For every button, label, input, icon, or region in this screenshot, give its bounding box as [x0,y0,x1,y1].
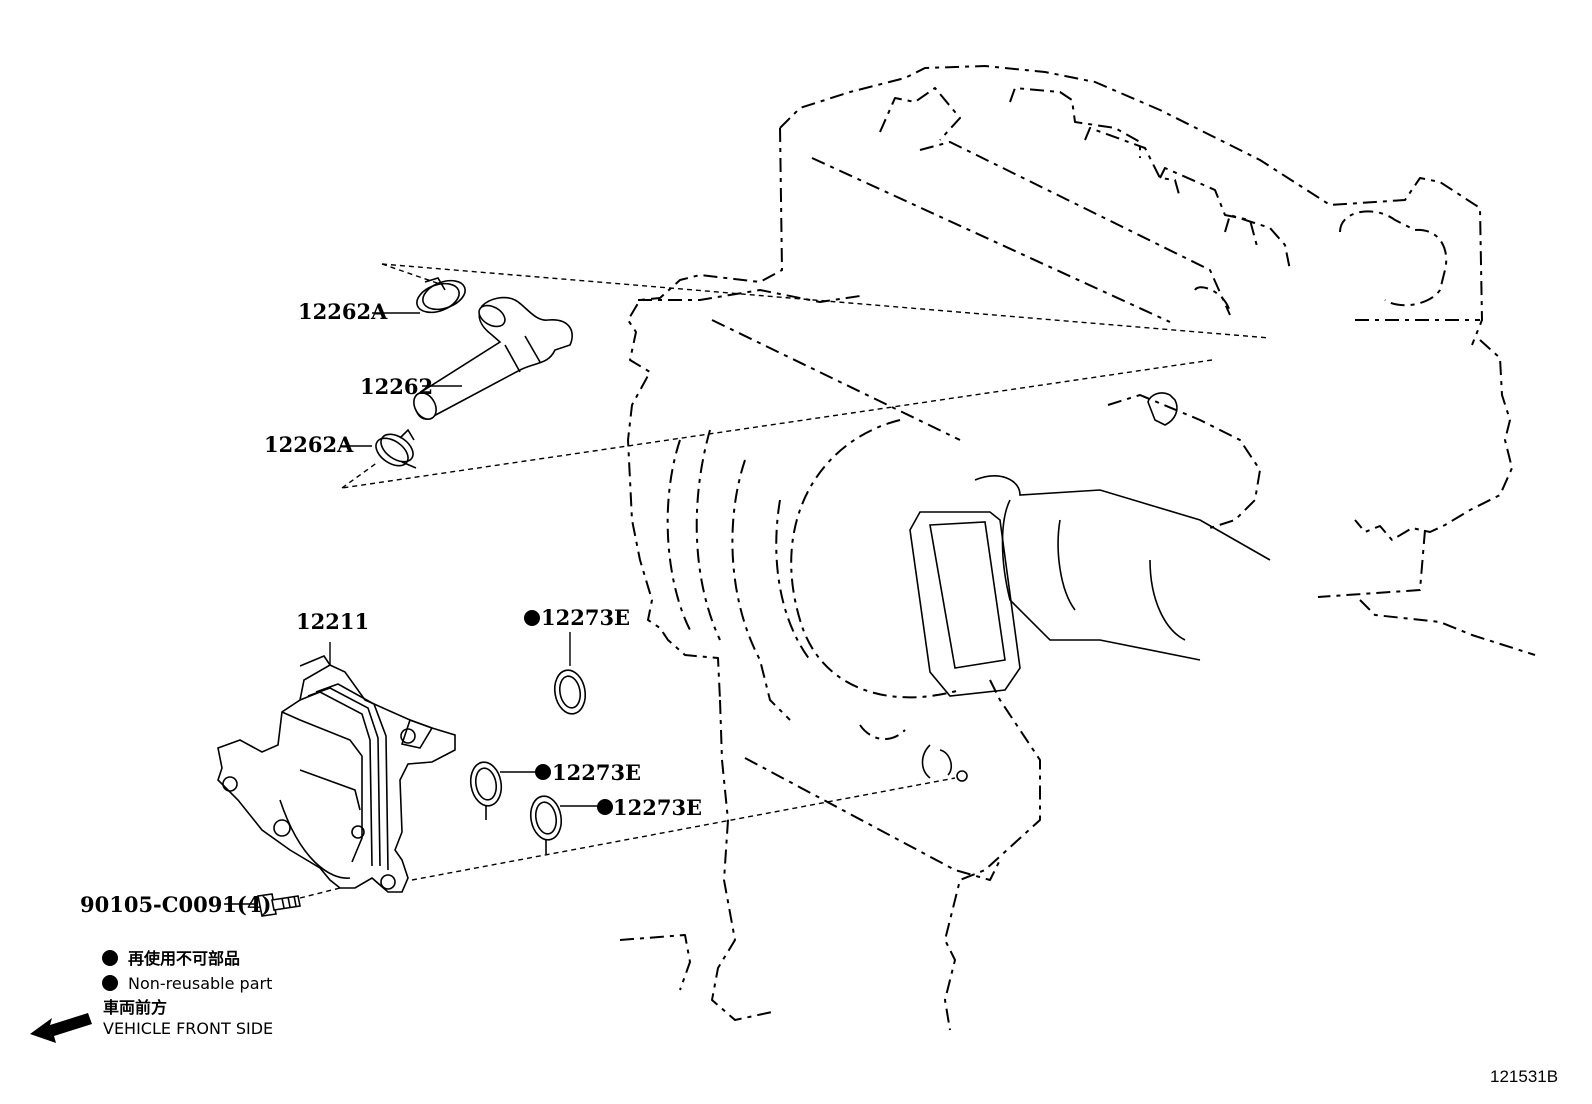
legend-bullet-jp [102,950,118,966]
label-hose[interactable]: 12262 [360,374,433,399]
label-bolt[interactable]: 90105-C0091(4) [80,892,271,917]
legend-front-en: VEHICLE FRONT SIDE [103,1019,273,1038]
bolt-drawing[interactable] [224,893,301,917]
cover-drawing[interactable] [217,642,456,893]
label-gasket-c[interactable]: 12273E [613,795,702,820]
gasket-b-drawing[interactable] [467,760,540,820]
label-gasket-a[interactable]: 12273E [541,605,630,630]
gasket-c-drawing[interactable] [527,794,602,854]
legend-bullet-en [102,975,118,991]
gasket-a-drawing[interactable] [551,632,588,716]
non-reusable-marker-b [535,764,551,780]
legend-non-reusable-jp: 再使用不可部品 [128,949,240,968]
label-cover[interactable]: 12211 [296,609,369,634]
clip-upper-drawing[interactable] [372,275,469,317]
label-gasket-b[interactable]: 12273E [552,760,641,785]
clip-lower-drawing[interactable] [340,428,418,472]
non-reusable-marker-c [597,799,613,815]
hose-drawing[interactable] [409,296,573,424]
label-clip-lower[interactable]: 12262A [264,432,354,457]
engine-outline [619,65,1536,1031]
guide-lines [299,263,1271,899]
diagram-reference-number: 121531B [1490,1067,1558,1086]
label-clip-upper[interactable]: 12262A [298,299,388,324]
legend: 再使用不可部品 Non-reusable part 車両前方 VEHICLE F… [30,949,273,1043]
legend-non-reusable-en: Non-reusable part [128,974,272,993]
legend-front-jp: 車両前方 [103,998,167,1017]
non-reusable-marker-a [524,610,540,626]
front-arrow-icon [30,1013,92,1043]
